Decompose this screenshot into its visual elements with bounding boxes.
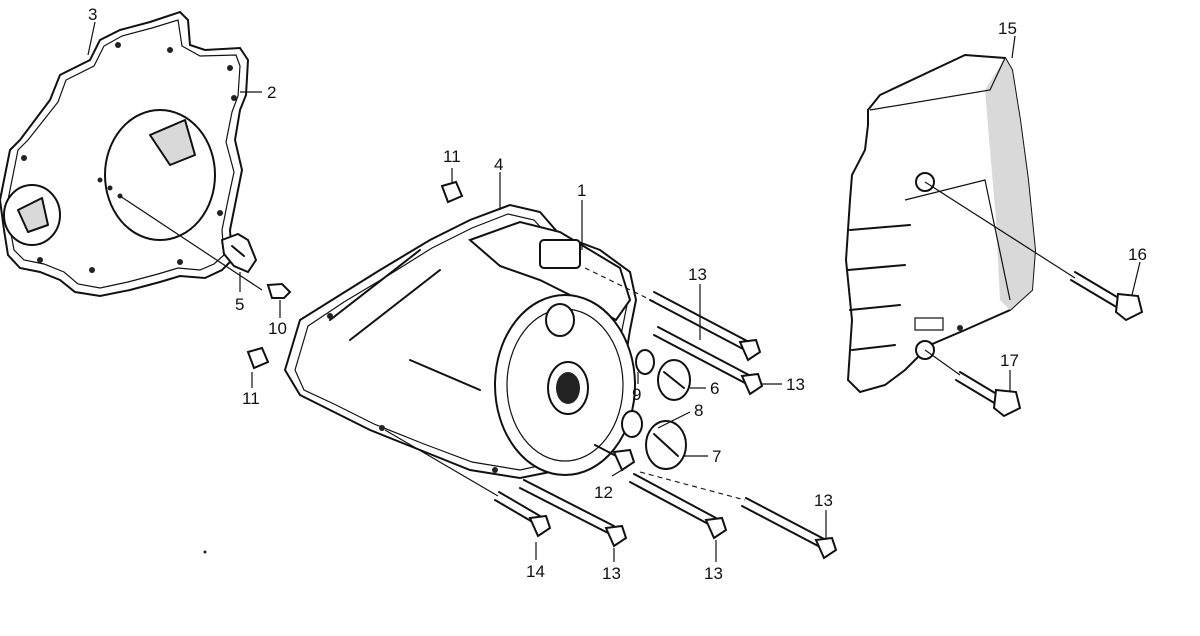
- callout-13-mid: 13: [786, 375, 805, 394]
- callout-9: 9: [632, 385, 641, 404]
- crankcase-cover: [283, 203, 638, 480]
- callout-14: 14: [526, 562, 545, 581]
- callout-16: 16: [1128, 245, 1147, 264]
- callout-1: 1: [577, 181, 586, 200]
- callout-11-bottom: 11: [242, 389, 260, 408]
- sprocket-cover: [844, 53, 1037, 394]
- callout-13-bottom-mid: 13: [704, 564, 723, 583]
- callout-5: 5: [235, 295, 244, 314]
- callout-13-upper: 13: [688, 265, 707, 284]
- callout-15: 15: [998, 19, 1017, 38]
- callout-3: 3: [88, 5, 97, 24]
- callout-10: 10: [268, 319, 287, 338]
- bolts: [384, 267, 838, 560]
- callout-2: 2: [267, 83, 276, 102]
- callout-labels: 1 2 3 4 5 6 7 8 9 10 11 11 12 13 13 13 1…: [88, 5, 1147, 583]
- clip-and-screw: [119, 195, 292, 299]
- dowel-pins: [246, 180, 464, 370]
- callout-4: 4: [494, 155, 503, 174]
- callout-8: 8: [694, 401, 703, 420]
- callout-13-right: 13: [814, 491, 833, 510]
- callout-13-bottom-left: 13: [602, 564, 621, 583]
- cover-bolts: [924, 181, 1144, 418]
- gasket-plate: [0, 10, 250, 298]
- callout-11-top: 11: [443, 147, 461, 166]
- stray-dot: [203, 550, 207, 554]
- leader-lines: [87, 21, 1141, 562]
- callout-7: 7: [712, 447, 721, 466]
- plugs-and-orings: [621, 349, 691, 470]
- callout-17: 17: [1000, 351, 1019, 370]
- callout-12: 12: [594, 483, 613, 502]
- callout-6: 6: [710, 379, 719, 398]
